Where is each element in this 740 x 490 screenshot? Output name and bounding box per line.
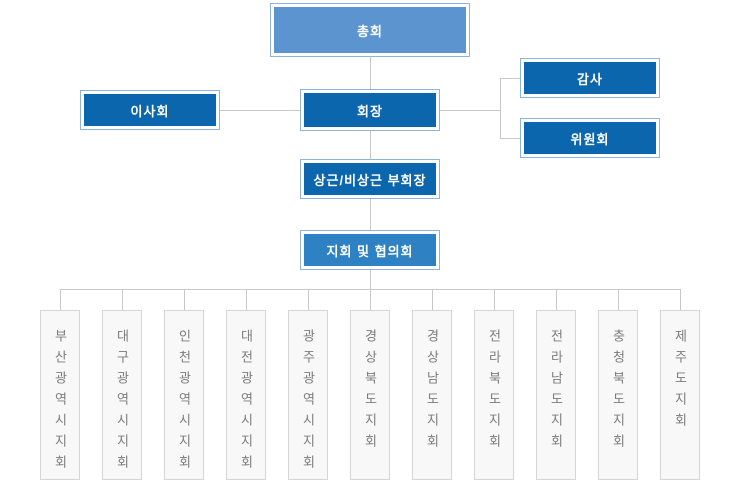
connector-board-president bbox=[220, 110, 300, 111]
node-board-of-directors-label: 이사회 bbox=[84, 94, 216, 126]
branch-label: 대구광역시지회 bbox=[114, 329, 130, 476]
node-vice-president-label: 상근/비상근 부회장 bbox=[304, 163, 436, 195]
branch-box-daejeon: 대전광역시지회 bbox=[226, 310, 266, 480]
node-general-assembly-label: 총회 bbox=[274, 7, 466, 53]
branch-label: 경상북도지회 bbox=[362, 329, 378, 455]
connector-branch-drop bbox=[432, 289, 433, 310]
node-branch-council-label: 지회 및 협의회 bbox=[304, 234, 436, 266]
connector-branch-drop bbox=[556, 289, 557, 310]
connector-branch-drop bbox=[370, 289, 371, 310]
connector-branch-drop bbox=[184, 289, 185, 310]
connector-branch-drop bbox=[308, 289, 309, 310]
branch-label: 대전광역시지회 bbox=[238, 329, 254, 476]
connector-auditor-stub bbox=[500, 78, 520, 79]
branch-box-gyeongnam: 경상남도지회 bbox=[412, 310, 452, 480]
node-branch-council: 지회 및 협의회 bbox=[300, 230, 440, 270]
branch-label: 인천광역시지회 bbox=[176, 329, 192, 476]
node-board-of-directors: 이사회 bbox=[80, 90, 220, 130]
branch-label: 전라북도지회 bbox=[486, 329, 502, 455]
node-vice-president: 상근/비상근 부회장 bbox=[300, 159, 440, 199]
branch-label: 제주도지회 bbox=[672, 329, 688, 434]
connector-branch-drop bbox=[618, 289, 619, 310]
branch-box-daegu: 대구광역시지회 bbox=[102, 310, 142, 480]
branch-box-incheon: 인천광역시지회 bbox=[164, 310, 204, 480]
connector-branch-drop bbox=[246, 289, 247, 310]
node-auditor: 감사 bbox=[520, 58, 660, 98]
branch-label: 충청북도지회 bbox=[610, 329, 626, 455]
branch-box-jeju: 제주도지회 bbox=[660, 310, 700, 480]
connector-vice-council bbox=[370, 199, 371, 230]
connector-assembly-president bbox=[370, 57, 371, 90]
node-general-assembly: 총회 bbox=[270, 3, 470, 57]
branch-label: 부산광역시지회 bbox=[52, 329, 68, 476]
connector-council-main bbox=[370, 270, 371, 289]
branch-box-gyeongbuk: 경상북도지회 bbox=[350, 310, 390, 480]
branch-label: 전라남도지회 bbox=[548, 329, 564, 455]
node-auditor-label: 감사 bbox=[524, 62, 656, 94]
connector-branch-drop bbox=[122, 289, 123, 310]
branch-box-gwangju: 광주광역시지회 bbox=[288, 310, 328, 480]
branch-box-jeonnam: 전라남도지회 bbox=[536, 310, 576, 480]
branch-box-chungbuk: 충청북도지회 bbox=[598, 310, 638, 480]
node-president: 회장 bbox=[300, 89, 440, 131]
connector-branch-drop bbox=[60, 289, 61, 310]
node-committee-label: 위원회 bbox=[524, 122, 656, 154]
branch-box-jeonbuk: 전라북도지회 bbox=[474, 310, 514, 480]
node-committee: 위원회 bbox=[520, 118, 660, 158]
connector-president-vice bbox=[370, 130, 371, 159]
connector-president-bracket bbox=[440, 110, 500, 111]
connector-branch-drop bbox=[680, 289, 681, 310]
node-president-label: 회장 bbox=[304, 93, 436, 127]
branch-label: 광주광역시지회 bbox=[300, 329, 316, 476]
branch-label: 경상남도지회 bbox=[424, 329, 440, 455]
connector-committee-stub bbox=[500, 138, 520, 139]
branch-box-busan: 부산광역시지회 bbox=[40, 310, 80, 480]
connector-bracket-vertical bbox=[500, 78, 501, 139]
connector-branch-drop bbox=[494, 289, 495, 310]
